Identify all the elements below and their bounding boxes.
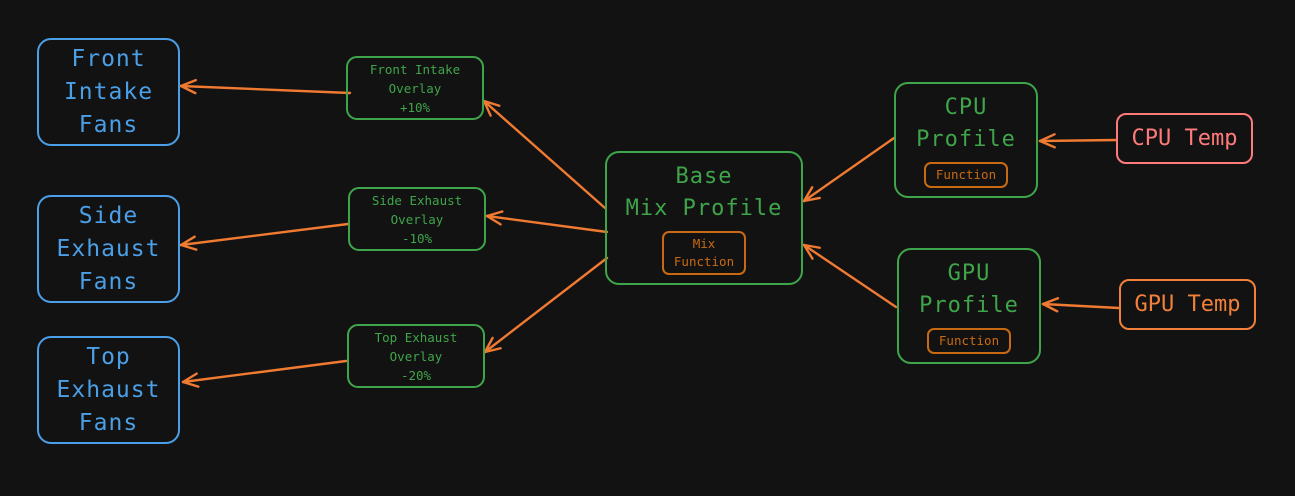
base-mix-profile-title: Base Mix Profile (625, 164, 783, 221)
cpu-profile-node[interactable]: CPU Profile Function (894, 82, 1038, 198)
side-exhaust-fans-label: Side Exhaust Fans (56, 202, 161, 295)
arrow-base-to-front-overlay (482, 99, 607, 210)
side-exhaust-fans-node[interactable]: Side Exhaust Fans (37, 195, 180, 303)
side-exhaust-overlay-label: Side Exhaust Overlay -10% (371, 192, 463, 246)
cpu-profile-title: CPU Profile (916, 95, 1016, 152)
arrow-gpu-profile-to-base (802, 243, 898, 309)
arrow-top-overlay-to-top-fans (181, 359, 348, 388)
arrow-front-overlay-to-front-fans (179, 78, 352, 95)
top-exhaust-fans-label: Top Exhaust Fans (56, 343, 161, 436)
base-mix-profile-node[interactable]: Base Mix Profile Mix Function (605, 151, 803, 285)
top-exhaust-overlay-node[interactable]: Top Exhaust Overlay -20% (347, 324, 485, 388)
front-intake-overlay-node[interactable]: Front Intake Overlay +10% (346, 56, 484, 120)
arrow-cpu-temp-to-cpu-profile (1038, 133, 1118, 149)
cpu-temp-node[interactable]: CPU Temp (1116, 113, 1253, 164)
mix-function-box[interactable]: Mix Function (661, 231, 747, 275)
gpu-profile-node[interactable]: GPU Profile Function (897, 248, 1041, 364)
gpu-temp-label: GPU Temp (1134, 292, 1241, 317)
arrow-side-overlay-to-side-fans (179, 222, 350, 251)
arrow-gpu-temp-to-gpu-profile (1041, 297, 1121, 313)
side-exhaust-overlay-node[interactable]: Side Exhaust Overlay -10% (348, 187, 486, 251)
cpu-temp-label: CPU Temp (1131, 126, 1238, 151)
arrow-cpu-profile-to-base (802, 136, 896, 203)
front-intake-overlay-label: Front Intake Overlay +10% (369, 61, 461, 115)
cpu-function-box[interactable]: Function (923, 162, 1009, 188)
gpu-temp-node[interactable]: GPU Temp (1119, 279, 1256, 330)
front-intake-fans-node[interactable]: Front Intake Fans (37, 38, 180, 146)
front-intake-fans-label: Front Intake Fans (63, 45, 154, 138)
top-exhaust-overlay-label: Top Exhaust Overlay -20% (374, 329, 458, 383)
top-exhaust-fans-node[interactable]: Top Exhaust Fans (37, 336, 180, 444)
gpu-profile-title: GPU Profile (919, 261, 1019, 318)
arrow-base-to-top-overlay (483, 256, 609, 354)
gpu-function-box[interactable]: Function (926, 328, 1012, 354)
arrow-base-to-side-overlay (485, 210, 609, 234)
